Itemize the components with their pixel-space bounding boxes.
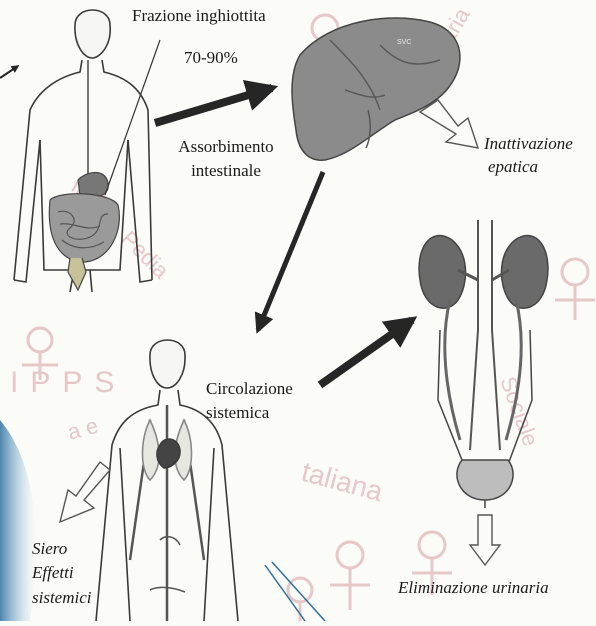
svg-text:IPPS: IPPS (10, 366, 126, 399)
svg-text:taliana: taliana (298, 456, 386, 507)
pointer-line (105, 40, 160, 195)
svg-text:Pedia: Pedia (116, 226, 174, 284)
label-serum-2: Effetti (32, 561, 74, 585)
label-absorption-2: intestinale (166, 159, 286, 183)
blue-edge-accent (0, 420, 36, 621)
arrow-circulation-to-kidneys (320, 320, 412, 385)
urinary-outline-arrow (470, 515, 500, 565)
arrow-liver-to-circulation (258, 172, 323, 330)
label-hepatic-2: epatica (488, 155, 538, 179)
label-urinary: Eliminazione urinaria (398, 576, 549, 600)
label-circulation-2: sistemica (206, 401, 269, 425)
label-absorption-1: Assorbimento (166, 135, 286, 159)
liver-label: SVC (397, 39, 411, 46)
label-serum-1: Siero (32, 537, 67, 561)
label-circulation-1: Circolazione (206, 377, 293, 401)
liver (292, 18, 460, 160)
serum-outline-arrow (60, 462, 110, 522)
arrow-absorption (155, 88, 272, 123)
svg-text:a e: a e (65, 413, 101, 445)
label-fraction-swallowed: Frazione inghiottita (132, 4, 266, 28)
incoming-arrow (0, 66, 18, 78)
blue-line-accent (265, 562, 325, 621)
kidneys-urinary-tract (419, 220, 548, 508)
hepatic-outline-arrow (420, 100, 478, 148)
label-hepatic-1: Inattivazione (484, 132, 573, 156)
label-fraction-percent: 70-90% (184, 46, 238, 70)
label-serum-3: sistemici (32, 586, 92, 610)
